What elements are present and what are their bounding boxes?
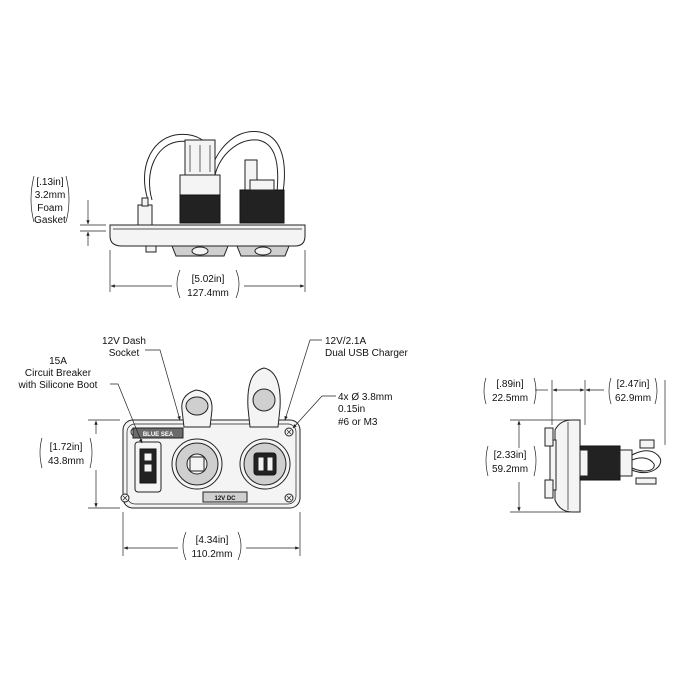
gasket-in-label: [.13in] [36, 177, 63, 188]
mount-hole [284, 493, 294, 503]
holes-label-3: #6 or M3 [338, 417, 378, 428]
front-width-in-label: [4.34in] [196, 535, 229, 546]
usb-label-1: 12V/2.1A [325, 336, 366, 347]
gasket-gasket-label: Gasket [34, 215, 66, 226]
side-height-in-label: [2.33in] [494, 450, 527, 461]
side-rear-depth-mm-label: 62.9mm [615, 393, 651, 404]
side-wires [631, 450, 662, 474]
usb-port [257, 456, 265, 472]
usb-port [266, 456, 274, 472]
breaker-marking: BLUE SEA [143, 432, 174, 438]
breaker-label-1: 15A [49, 356, 67, 367]
top-width-mm-label: 127.4mm [187, 288, 229, 299]
front-view: BLUE SEA 12V DC 12V Dash Socket 12V/2.1A… [18, 336, 408, 561]
top-view: [.13in] 3.2mm Foam Gasket [5.02in] 127.4… [30, 131, 306, 299]
gasket-mm-label: 3.2mm [35, 190, 66, 201]
dash-socket-body [179, 194, 221, 224]
side-view: [.89in] 22.5mm [2.47in] 62.9mm [2.33in] … [483, 377, 666, 513]
front-width-mm-label: 110.2mm [192, 549, 233, 560]
top-width-in-label: [5.02in] [192, 274, 225, 285]
usb-charger-body [239, 189, 285, 224]
wire-right-inner [214, 139, 279, 193]
side-panel-profile [554, 419, 581, 513]
breaker-label-2: Circuit Breaker [25, 368, 92, 379]
gasket-foam-label: Foam [37, 203, 63, 214]
holes-label-1: 4x Ø 3.8mm [338, 392, 392, 403]
fuse-holder [137, 204, 153, 226]
dash-socket-label-2: Socket [109, 348, 140, 359]
side-rear-depth-in-label: [2.47in] [617, 379, 650, 390]
breaker-label-3: with Silicone Boot [18, 380, 98, 391]
mount-hole [120, 493, 130, 503]
dash-socket-label-1: 12V Dash [102, 336, 146, 347]
side-front-depth-mm-label: 22.5mm [492, 393, 528, 404]
holes-label-2: 0.15in [338, 404, 365, 415]
wire-right [209, 131, 285, 193]
side-front-depth-in-label: [.89in] [496, 379, 523, 390]
usb-label-2: Dual USB Charger [325, 348, 408, 359]
front-height-mm-label: 43.8mm [48, 456, 84, 467]
panel-plate-top [109, 224, 306, 247]
panel-label: 12V DC [214, 496, 236, 502]
side-height-mm-label: 59.2mm [492, 464, 528, 475]
mount-hole [284, 427, 294, 437]
front-height-in-label: [1.72in] [50, 442, 83, 453]
